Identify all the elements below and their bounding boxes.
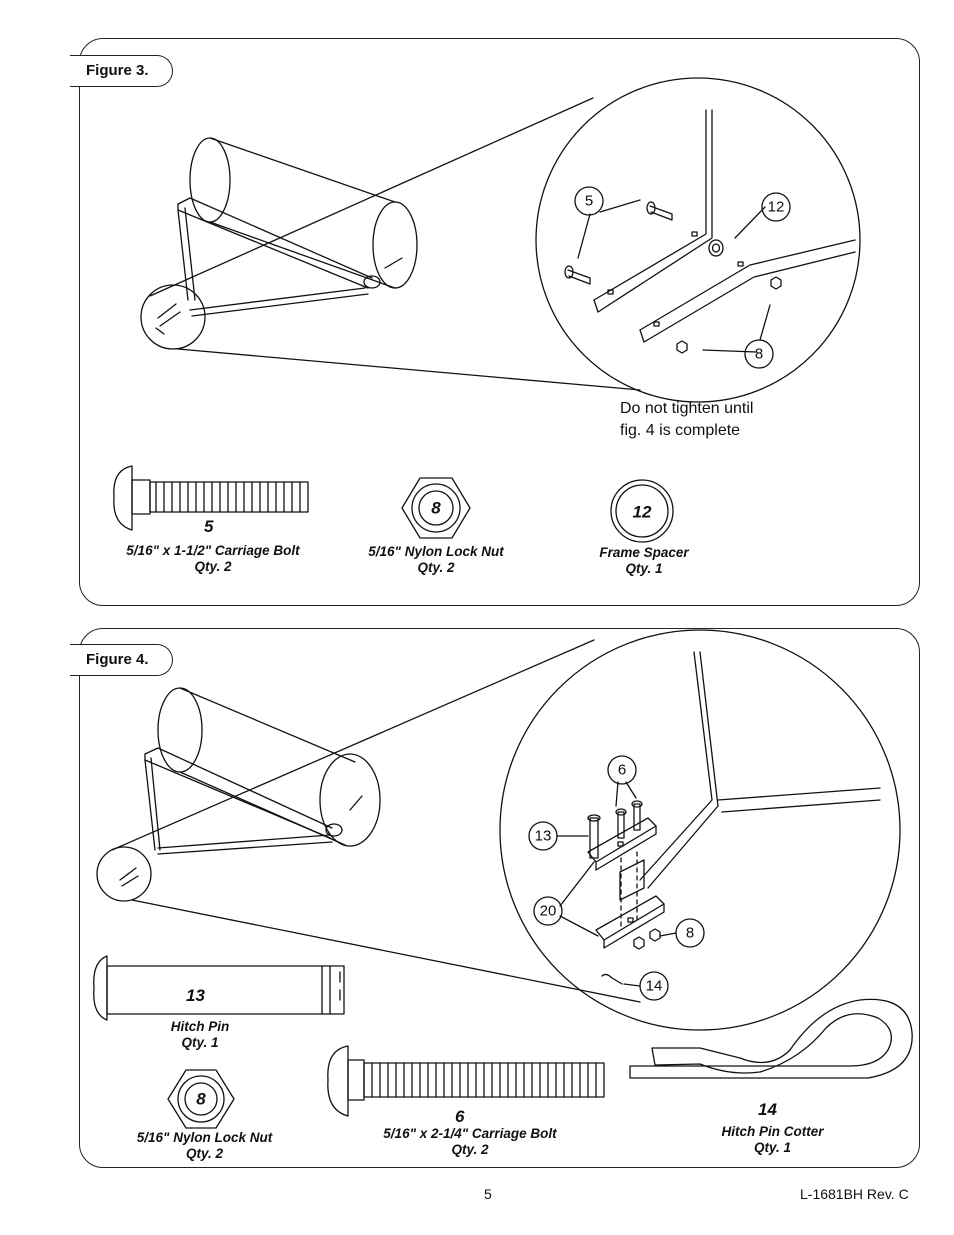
fig4-callout-14: 14 [646, 978, 663, 995]
fig4-cotter-part-number: 14 [758, 1100, 777, 1119]
fig4-bolt-name: 5/16" x 2-1/4" Carriage Bolt [383, 1126, 557, 1141]
fig4-callout-20-circle [533, 896, 563, 926]
document-code: L-1681BH Rev. C [800, 1186, 909, 1202]
fig3-callout-8: 8 [755, 346, 763, 363]
fig3-nut-name: 5/16" Nylon Lock Nut [368, 544, 504, 559]
fig4-cotter-qty: Qty. 1 [753, 1140, 791, 1155]
fig3-detail-circle [535, 77, 861, 403]
fig4-lock-nut-icon [167, 1069, 235, 1129]
fig4-cotter-caption: Hitch Pin Cotter Qty. 1 [710, 1124, 835, 1156]
fig3-zoom-guide-top [149, 97, 594, 297]
fig4-hitch-pin-cotter-icon [629, 998, 913, 1079]
fig4-hitch-pin-caption: Hitch Pin Qty. 1 [140, 1019, 260, 1051]
figure-4-label: Figure 4. [70, 644, 173, 676]
fig4-zoom-guide-top [111, 639, 595, 851]
fig4-cotter-name: Hitch Pin Cotter [721, 1124, 824, 1139]
fig3-zoom-source-circle [140, 284, 206, 350]
fig3-bolt-name: 5/16" x 1-1/2" Carriage Bolt [126, 543, 300, 558]
fig3-lock-nut-icon [401, 477, 471, 539]
fig3-callout-8-circle [744, 339, 774, 369]
fig4-detail-circle [499, 629, 901, 1031]
fig4-callout-20: 20 [540, 903, 557, 920]
figure-4-panel [79, 628, 920, 1168]
fig4-roller-drawing [144, 687, 381, 855]
fig4-hitch-pin-name: Hitch Pin [170, 1019, 230, 1034]
fig3-spacer-qty: Qty. 1 [625, 561, 663, 576]
fig4-bolt-qty: Qty. 2 [451, 1142, 489, 1157]
fig4-callout-14-circle [639, 971, 669, 1001]
fig4-callout-8-circle [675, 918, 705, 948]
figure-3-panel [79, 38, 920, 606]
fig3-detail-parts [564, 109, 856, 354]
fig4-callout-6: 6 [618, 762, 626, 779]
fig4-hitch-pin-icon [93, 955, 345, 1021]
fig4-callout-13-circle [528, 821, 558, 851]
fig4-hitch-pin-qty: Qty. 1 [181, 1035, 219, 1050]
fig3-note-line2: fig. 4 is complete [620, 422, 741, 439]
fig3-nut-caption: 5/16" Nylon Lock Nut Qty. 2 [356, 544, 516, 576]
fig4-bolt-part-number: 6 [455, 1107, 465, 1126]
fig4-callout-13: 13 [535, 828, 552, 845]
fig4-nut-qty: Qty. 2 [185, 1146, 223, 1161]
fig3-bolt-part-number: 5 [204, 517, 214, 536]
fig3-note-line1: Do not tighten until [620, 400, 754, 417]
fig3-spacer-name: Frame Spacer [599, 545, 689, 560]
fig3-callout-12: 12 [768, 199, 785, 216]
fig4-zoom-source-circle [96, 846, 152, 902]
fig4-nut-part-number: 8 [196, 1090, 206, 1109]
fig3-nut-part-number: 8 [431, 499, 441, 518]
fig3-spacer-part-number: 12 [633, 503, 652, 522]
fig3-carriage-bolt-icon [113, 465, 309, 531]
fig4-detail-parts [556, 651, 881, 987]
fig3-nut-qty: Qty. 2 [417, 560, 455, 575]
fig3-zoom-guide-bottom [177, 348, 641, 391]
fig4-nut-name: 5/16" Nylon Lock Nut [136, 1130, 273, 1145]
fig3-frame-spacer-icon [610, 479, 674, 543]
fig4-hitch-pin-part-number: 13 [186, 986, 205, 1005]
fig3-callout-5-circle [574, 186, 604, 216]
fig3-bolt-caption: 5/16" x 1-1/2" Carriage Bolt Qty. 2 [113, 543, 313, 575]
fig3-roller-drawing [177, 137, 418, 317]
figure-3-label: Figure 3. [70, 55, 173, 87]
fig4-callout-8: 8 [686, 925, 694, 942]
fig4-nut-caption: 5/16" Nylon Lock Nut Qty. 2 [122, 1130, 287, 1162]
fig4-callout-6-circle [607, 755, 637, 785]
fig3-bolt-qty: Qty. 2 [194, 559, 232, 574]
fig4-carriage-bolt-icon [327, 1045, 605, 1117]
fig3-note: Do not tighten until fig. 4 is complete [620, 398, 753, 442]
fig3-spacer-caption: Frame Spacer Qty. 1 [584, 545, 704, 577]
fig3-callout-5: 5 [585, 193, 593, 210]
fig3-callout-12-circle [761, 192, 791, 222]
fig4-bolt-caption: 5/16" x 2-1/4" Carriage Bolt Qty. 2 [365, 1126, 575, 1158]
page-number: 5 [484, 1186, 492, 1202]
fig4-zoom-guide-bottom [131, 899, 641, 1003]
